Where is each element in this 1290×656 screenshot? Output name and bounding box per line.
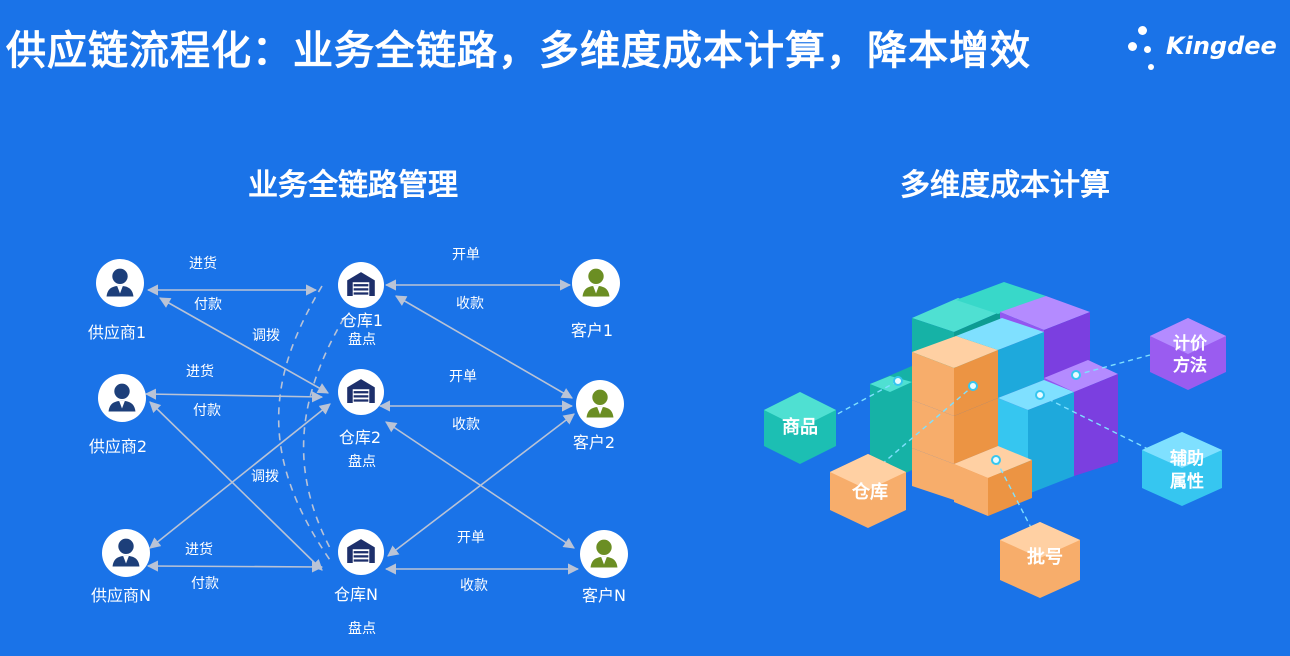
link-s2-w2 [144,388,324,403]
dimension-pricing-line2: 方法 [1173,355,1207,376]
customer-2-label: 客户2 [573,433,615,452]
link-sn-w2 [149,403,331,549]
dimension-goods-label: 商品 [782,416,818,438]
dimension-pricing-line1: 计价 [1173,333,1208,354]
edge-label-billing-1: 开单 [452,247,480,263]
customer-2-icon [576,380,624,428]
supplier-1-icon [96,259,144,307]
supplier-n-label: 供应商N [91,586,151,605]
customer-n-label: 客户N [582,586,626,605]
warehouse-1-label: 仓库1 [341,311,383,330]
warehouse-1-check: 盘点 [348,331,376,348]
edge-label-purchase-2: 进货 [186,363,214,380]
hex-batch: 批号 [1000,522,1080,598]
supplier-2-icon [98,374,146,422]
supplier-nodes: 供应商1 供应商2 供应商N [88,259,151,605]
edge-label-transfer-2: 调拨 [251,469,279,485]
supplier-2-label: 供应商2 [89,437,147,456]
right-section-title: 多维度成本计算 [900,168,1110,203]
connector-aux [1039,394,1161,456]
link-s2-wn [149,401,323,571]
edge-label-billing-2: 开单 [449,369,477,385]
customer-1-icon [572,259,620,307]
link-wn-c2 [387,413,575,557]
dimension-warehouse-label: 仓库 [851,481,888,503]
supplier-n-icon [102,529,150,577]
dimension-aux-line2: 属性 [1170,471,1204,492]
transfer-curve-2 [302,317,345,549]
supplier-1-label: 供应商1 [88,323,146,342]
customer-n-icon [580,530,628,578]
connector-pricing [1075,354,1151,376]
logo-text: Kingdee [1166,32,1277,60]
edge-label-billing-n: 开单 [457,530,485,546]
edge-label-purchase-n: 进货 [185,541,213,558]
warehouse-n-check: 盘点 [348,620,376,637]
link-s1-w2 [159,297,329,394]
page-title: 供应链流程化：业务全链路，多维度成本计算，降本增效 [6,28,1031,74]
edge-label-collection-1: 收款 [456,296,484,312]
hex-warehouse: 仓库 [830,454,906,528]
edge-label-payment-2: 付款 [193,403,221,419]
edge-label-payment-1: 付款 [194,297,222,313]
link-sn-wn [146,560,324,573]
warehouse-2-check: 盘点 [348,453,376,470]
connector-dots [893,370,1081,465]
edge-label-payment-n: 付款 [191,576,219,592]
dimension-aux-line1: 辅助 [1170,448,1204,469]
warehouse-1-icon [338,262,384,308]
warehouse-2-label: 仓库2 [339,428,381,447]
dimension-batch-label: 批号 [1027,546,1063,568]
kingdee-logo: Kingdee [1128,24,1278,76]
hex-pricing-method: 计价 方法 [1150,318,1226,390]
cube-orange-mid [912,398,998,464]
transfer-curve-1 [277,285,331,561]
edge-label-collection-n: 收款 [460,578,488,594]
connector-goods [829,380,899,419]
warehouse-2-icon [338,369,384,415]
dimension-connectors [829,354,1161,546]
edge-label-purchase-1: 进货 [189,255,217,272]
warehouse-n-icon [338,529,384,575]
edge-label-collection-2: 收款 [452,417,480,433]
warehouse-nodes: 仓库1 盘点 仓库2 盘点 仓库N 盘点 [334,262,384,637]
flow-lines [144,279,580,575]
hex-goods: 商品 [764,392,836,464]
connector-batch [995,459,1041,546]
warehouse-n-label: 仓库N [334,585,378,604]
cost-cube-cluster [870,282,1118,516]
hex-aux-attribute: 辅助 属性 [1142,432,1222,506]
customer-1-label: 客户1 [571,321,613,340]
left-section-title: 业务全链路管理 [248,168,458,203]
customer-nodes: 客户1 客户2 客户N [571,259,628,605]
edge-label-transfer-1: 调拨 [252,328,280,344]
cube-teal-back-2 [956,282,1046,314]
link-w1-c2 [395,295,573,399]
edge-labels: 进货 付款 调拨 进货 付款 调拨 进货 付款 开单 收款 开单 收款 开单 收… [185,247,488,594]
